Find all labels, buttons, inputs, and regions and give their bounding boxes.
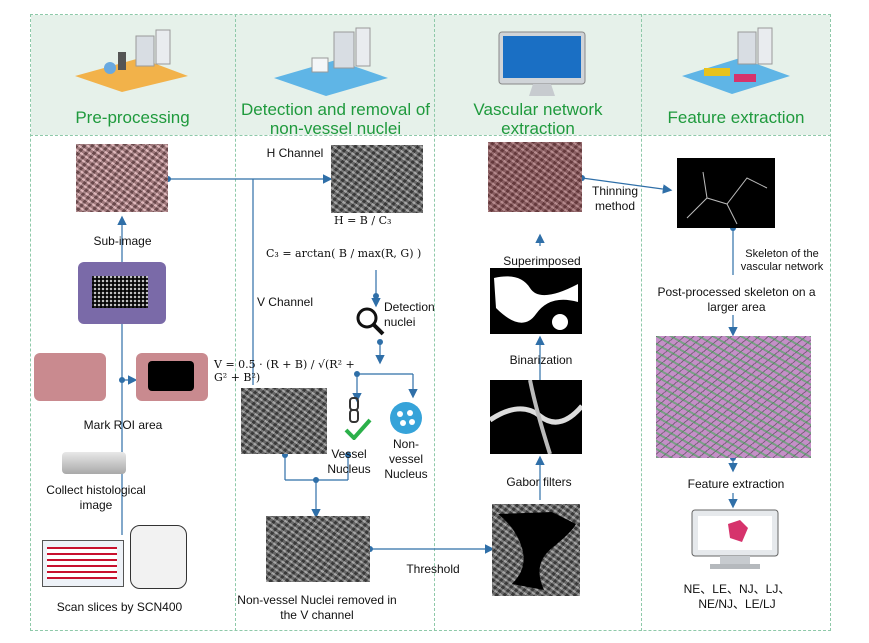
feature-extraction-label: Feature extraction — [687, 477, 785, 491]
non-vessel-nucleus-icon — [388, 400, 424, 436]
gabor-label: Gabor filters — [506, 475, 572, 489]
magnifier-icon — [355, 306, 385, 336]
v-channel-label: V Channel — [256, 295, 314, 309]
threshold-label: Threshold — [406, 562, 460, 576]
skeleton-label: Skeleton of the vascular network — [740, 248, 824, 273]
binarized-image — [490, 268, 582, 334]
column-title-feature: Feature extraction — [667, 108, 805, 127]
slide-thumbnail — [34, 353, 106, 401]
lab-desk-illustration — [70, 28, 190, 93]
scanner-icon — [130, 525, 187, 589]
column-divider — [235, 14, 236, 631]
nuclei-removed-image — [266, 516, 370, 582]
roi-grid-thumbnail — [78, 262, 166, 324]
v-formula: V = 0.5 · (R + B) / √(R² + G² + B²) — [214, 358, 355, 384]
h-channel-label: H Channel — [266, 146, 324, 160]
computer-monitor-illustration — [690, 508, 780, 572]
binarization-label: Binarization — [509, 353, 573, 367]
detection-nuclei-label: Detection nuclei — [384, 300, 435, 329]
non-vessel-nucleus-label: Non-vessel Nucleus — [384, 437, 428, 481]
diagram-frame — [30, 14, 831, 631]
column-title-detection: Detection and removal of non-vessel nucl… — [241, 100, 430, 138]
column-divider — [434, 14, 435, 631]
lab-desk-illustration — [678, 26, 793, 96]
superimposed-image — [488, 142, 582, 212]
thinning-label: Thinning method — [591, 184, 639, 213]
skeleton-image — [677, 158, 775, 228]
column-title-preprocessing: Pre-processing — [75, 108, 190, 127]
vessel-nucleus-label: Vessel Nucleus — [327, 447, 371, 476]
v-channel-image — [241, 388, 327, 454]
screen-thumbnail — [42, 540, 124, 587]
post-processed-image — [656, 336, 811, 458]
vessel-chain-icon — [340, 396, 372, 441]
gabor-filtered-image — [488, 379, 584, 455]
h-formula: H = B / C₃ — [334, 214, 392, 227]
h-channel-image — [331, 145, 423, 213]
column-divider — [641, 14, 642, 631]
column-title-vascular: Vascular network extraction — [473, 100, 603, 138]
collect-label: Collect histological image — [46, 483, 146, 512]
threshold-image — [492, 504, 580, 596]
c3-formula: C₃ = arctan( B / max(R, G) ) — [266, 247, 422, 260]
header-divider — [30, 135, 831, 136]
sub-image-thumbnail — [76, 144, 168, 212]
mark-roi-label: Mark ROI area — [83, 418, 163, 432]
sub-image-label: Sub-image — [93, 234, 152, 248]
usb-drive-icon — [62, 452, 126, 474]
features-list-label: NE、LE、NJ、LJ、 NE/NJ、LE/LJ — [683, 582, 791, 611]
nuclei-removed-label: Non-vessel Nuclei removed in the V chann… — [237, 593, 397, 622]
superimposed-label: Superimposed — [503, 254, 581, 268]
scan-label: Scan slices by SCN400 — [56, 600, 183, 614]
post-processed-label: Post-processed skeleton on a larger area — [657, 285, 816, 314]
roi-marked-thumbnail — [136, 353, 208, 401]
computer-monitor-illustration — [497, 30, 587, 98]
lab-desk-illustration — [270, 26, 390, 96]
